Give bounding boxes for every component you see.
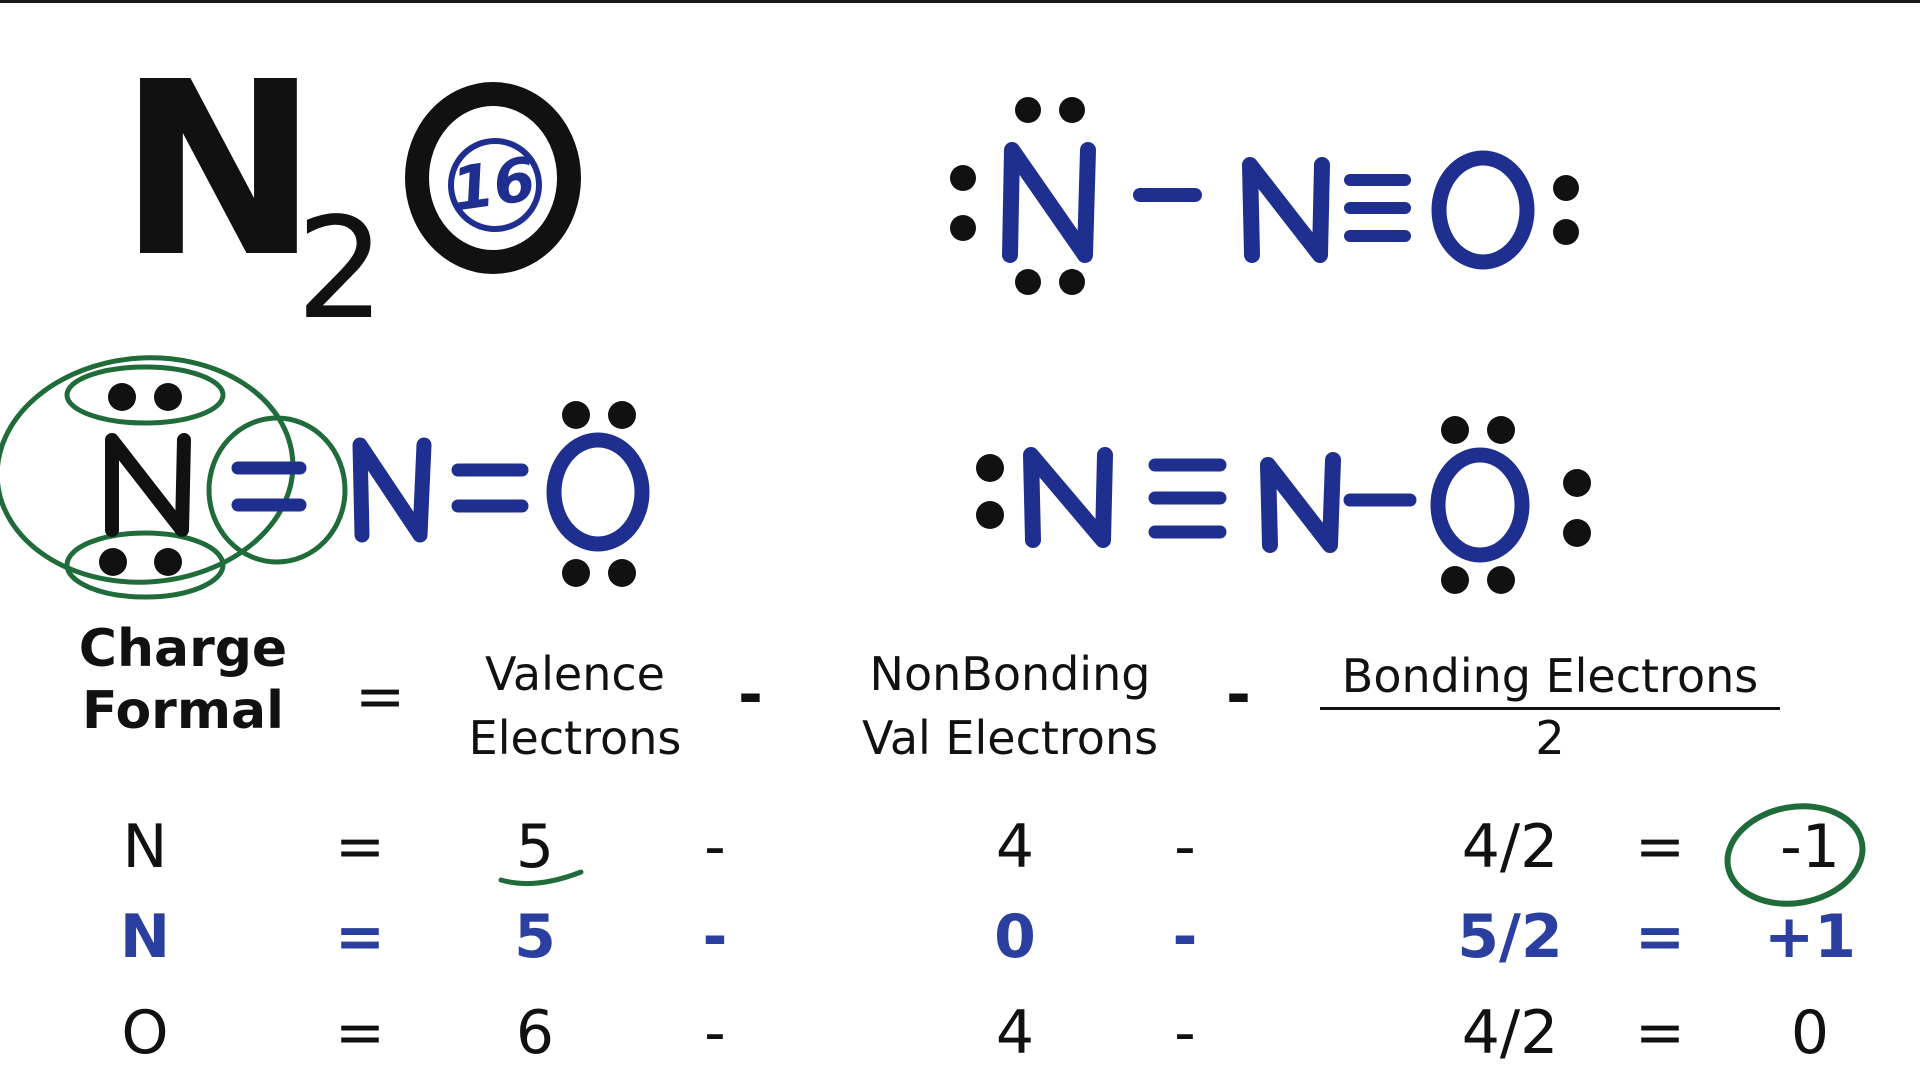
row-nonbonding: 4 xyxy=(995,812,1035,882)
row-equals-2: = xyxy=(1634,998,1686,1068)
equation-lhs: Charge Formal xyxy=(68,618,298,742)
term-nonbonding: NonBonding Val Electrons xyxy=(840,642,1180,770)
term2-line1: NonBonding xyxy=(869,647,1151,701)
row-minus-2: - xyxy=(1174,812,1196,882)
row-bonding: 5/2 xyxy=(1457,902,1563,972)
valence-total: 16 xyxy=(447,144,540,226)
row-equals: = xyxy=(334,902,386,972)
term3-denominator: 2 xyxy=(1535,711,1565,765)
equation-equals: = xyxy=(355,662,406,732)
term2-line2: Val Electrons xyxy=(861,711,1159,765)
atom-n-2 xyxy=(352,437,432,543)
row-bonding: 4/2 xyxy=(1461,998,1559,1068)
formula-o-ring xyxy=(405,82,581,274)
row-result: -1 xyxy=(1780,812,1840,882)
structure-middle-right xyxy=(976,416,1591,594)
term1-line1: Valence xyxy=(485,647,665,701)
row-valence: 5 xyxy=(515,812,555,882)
row-result: +1 xyxy=(1763,902,1857,972)
row-minus-1: - xyxy=(702,902,728,972)
row-minus-1: - xyxy=(704,812,726,882)
underline-annotation xyxy=(498,869,584,887)
row-valence: 5 xyxy=(514,902,556,972)
row-minus-2: - xyxy=(1174,998,1196,1068)
formula-n: N xyxy=(118,30,319,310)
formula-subscript: 2 xyxy=(296,188,386,351)
lhs-line1: Charge xyxy=(78,619,288,679)
row-equals: = xyxy=(334,812,386,882)
row-valence: 6 xyxy=(515,998,555,1068)
term-bonding: Bonding Electrons 2 xyxy=(1320,645,1780,766)
row-atom: O xyxy=(121,998,169,1068)
structure-middle-left xyxy=(0,355,650,600)
atom-n-1 xyxy=(1002,142,1096,263)
equation-minus-2: - xyxy=(1226,660,1251,730)
atom-n-2 xyxy=(1242,157,1330,263)
term3-numerator: Bonding Electrons xyxy=(1320,645,1780,710)
atom-o xyxy=(546,432,650,552)
row-minus-1: - xyxy=(704,998,726,1068)
row-equals: = xyxy=(334,998,386,1068)
row-atom: N xyxy=(119,902,171,972)
row-bonding: 4/2 xyxy=(1461,812,1559,882)
row-minus-2: - xyxy=(1172,902,1198,972)
atom-o xyxy=(1430,447,1530,563)
term1-line2: Electrons xyxy=(468,711,682,765)
equation-minus-1: - xyxy=(738,660,763,730)
lhs-line2: Formal xyxy=(82,681,284,741)
term-valence: Valence Electrons xyxy=(455,642,695,770)
atom-n-1 xyxy=(105,433,191,537)
row-equals-2: = xyxy=(1634,812,1686,882)
top-border xyxy=(0,0,1920,3)
atom-n-1 xyxy=(1023,447,1113,548)
structure-top-right xyxy=(950,97,1579,295)
valence-total-circle xyxy=(448,138,542,232)
atom-n-2 xyxy=(1260,452,1341,553)
atom-o xyxy=(1431,150,1535,270)
row-nonbonding: 0 xyxy=(994,902,1036,972)
row-atom: N xyxy=(122,812,168,882)
row-nonbonding: 4 xyxy=(995,998,1035,1068)
row-result: 0 xyxy=(1790,998,1830,1068)
result-circle-annotation xyxy=(1724,803,1866,907)
row-equals-2: = xyxy=(1634,902,1686,972)
